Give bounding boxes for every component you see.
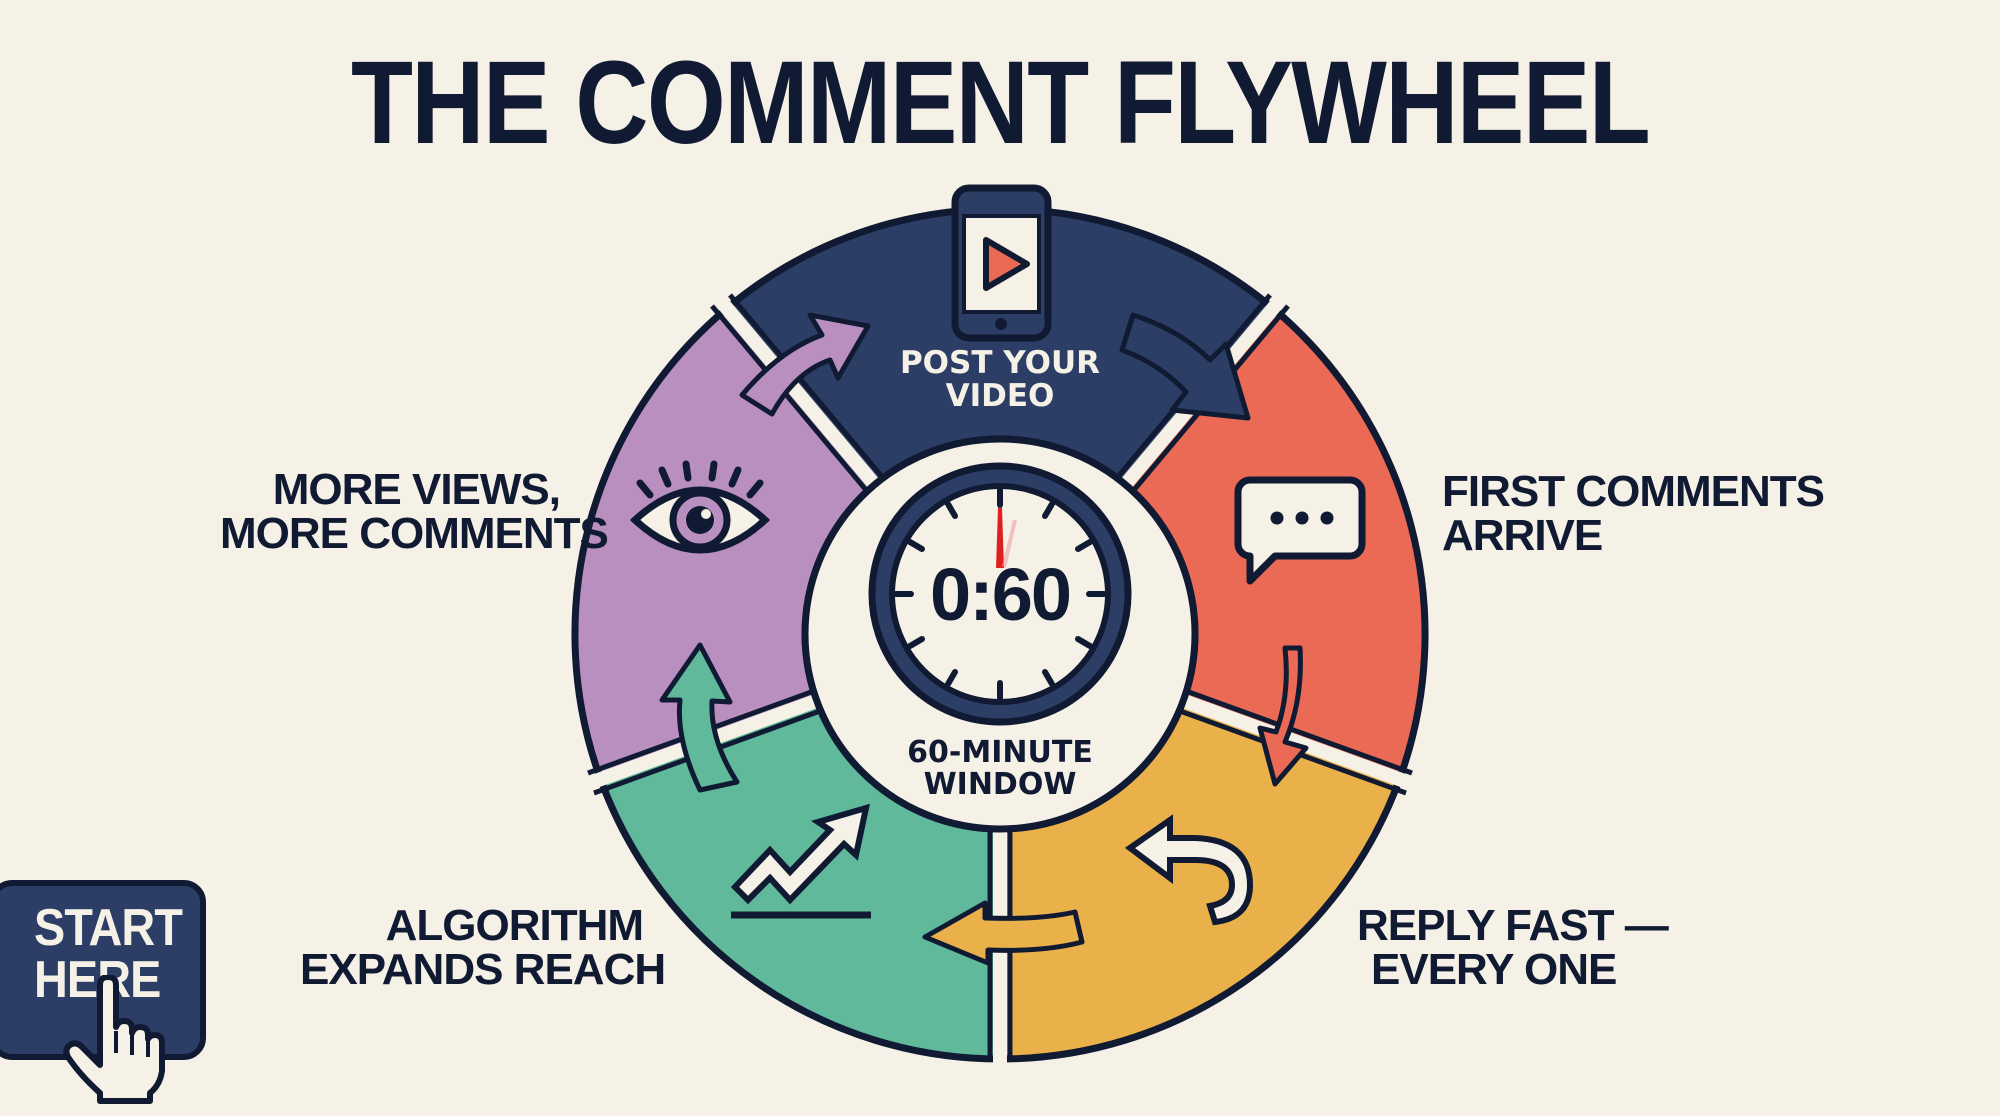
trending-up-icon bbox=[730, 803, 871, 919]
page-title: THE COMMENT FLYWHEEL bbox=[351, 37, 1651, 169]
window-caption: 60-MINUTE WINDOW bbox=[880, 738, 1120, 800]
start-here-button[interactable]: START HERE bbox=[0, 880, 206, 1060]
step-2-line2: ARRIVE bbox=[1442, 511, 1603, 560]
step-2-line1: FIRST COMMENTS bbox=[1442, 467, 1825, 516]
step-label-reply-fast: REPLY FAST — EVERY ONE bbox=[1357, 901, 1669, 994]
start-here-line1: START bbox=[34, 899, 183, 957]
step-label-more-views: MORE VIEWS, MORE COMMENTS bbox=[220, 465, 609, 558]
step-4-line1: ALGORITHM bbox=[385, 901, 644, 950]
eye-icon bbox=[629, 460, 771, 554]
arrow-navy-to-red bbox=[1119, 312, 1251, 421]
window-caption-line1: 60-MINUTE bbox=[907, 735, 1093, 770]
timer-display: 0:60 bbox=[929, 553, 1072, 636]
step-5-line1: MORE VIEWS, bbox=[272, 465, 561, 514]
arrow-green-to-purple bbox=[659, 642, 740, 793]
step-3-line2: EVERY ONE bbox=[1371, 945, 1617, 994]
arrow-purple-to-navy bbox=[739, 312, 871, 417]
speech-bubble-icon bbox=[1234, 476, 1366, 585]
arrow-red-to-yellow bbox=[1257, 645, 1309, 787]
step-3-line1: REPLY FAST — bbox=[1357, 901, 1669, 950]
phone-play-icon bbox=[951, 184, 1052, 342]
step-1-line1: POST YOUR bbox=[899, 345, 1101, 381]
step-label-post-video: POST YOUR VIDEO bbox=[880, 348, 1120, 412]
pointing-hand-icon bbox=[63, 975, 165, 1104]
clock-icon bbox=[868, 462, 1132, 726]
step-label-algorithm: ALGORITHM EXPANDS REACH bbox=[300, 901, 666, 994]
window-caption-line2: WINDOW bbox=[923, 767, 1077, 802]
step-5-line2: MORE COMMENTS bbox=[220, 509, 609, 558]
step-4-line2: EXPANDS REACH bbox=[300, 945, 666, 994]
arrow-yellow-to-green bbox=[922, 900, 1085, 966]
step-label-first-comments: FIRST COMMENTS ARRIVE bbox=[1442, 467, 1825, 560]
step-1-line2: VIDEO bbox=[945, 378, 1055, 414]
reply-arrow-icon bbox=[1124, 814, 1254, 926]
